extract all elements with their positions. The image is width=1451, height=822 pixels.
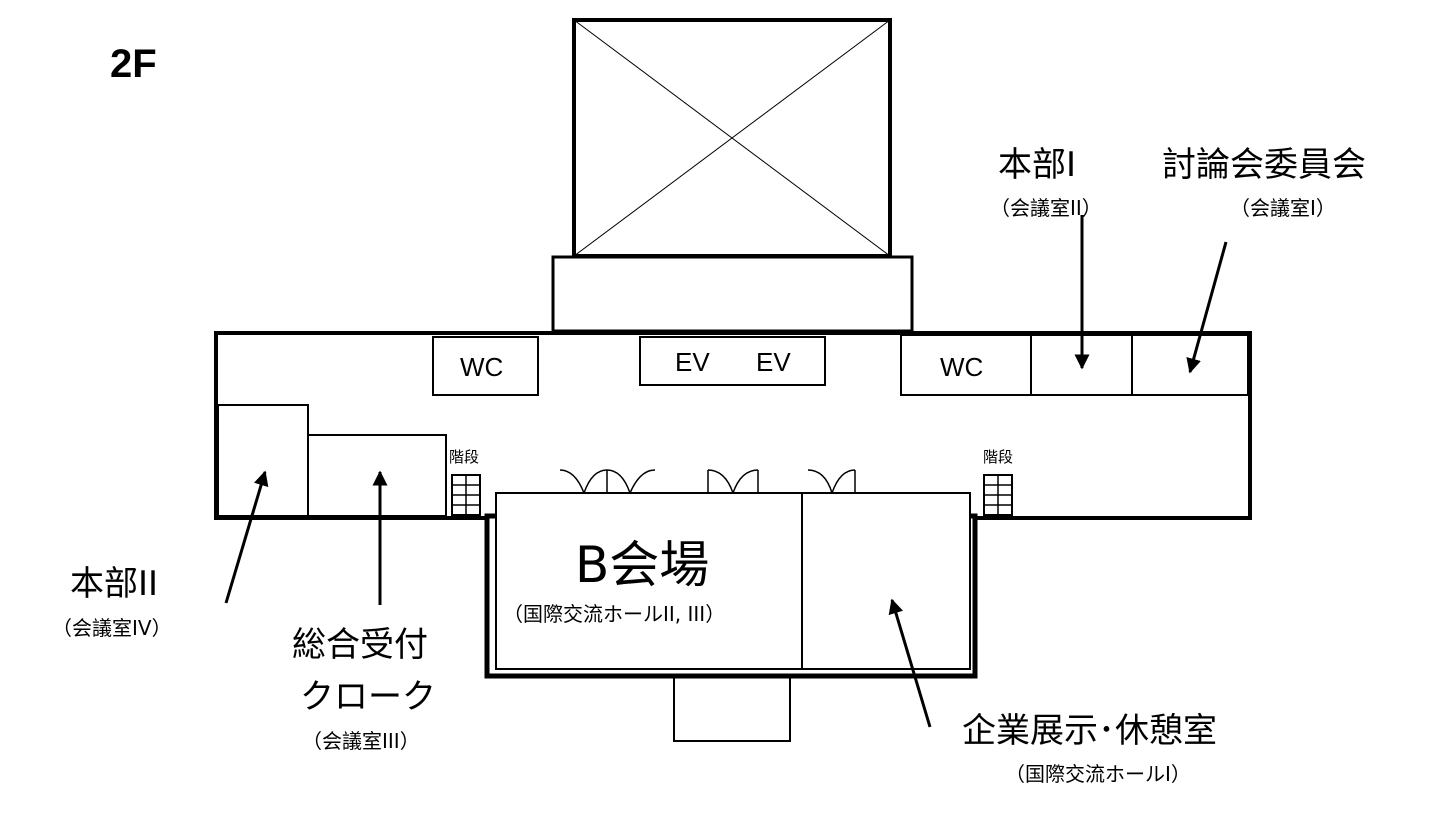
- stairs-left-icon: [451, 474, 481, 516]
- ev-2-label: EV: [756, 347, 791, 377]
- exhibition-sub: （国際交流ホールI）: [1005, 762, 1191, 786]
- committee-sub: （会議室I）: [1230, 196, 1336, 220]
- stairs-left-label: 階段: [449, 448, 480, 466]
- hall-b-inner: [495, 492, 971, 670]
- door-icon: [807, 469, 856, 494]
- ev-1-label: EV: [675, 347, 710, 377]
- arrow-exhibition: [888, 598, 932, 728]
- committee-room: [1131, 334, 1249, 396]
- exhibition-name: 企業展示･休憩室: [962, 711, 1217, 751]
- hq2-room: [217, 404, 309, 517]
- hq2-sub: （会議室IV）: [52, 616, 172, 640]
- arrow-committee: [1186, 241, 1228, 374]
- door-icon: [707, 469, 759, 494]
- arrow-hq2: [224, 470, 269, 604]
- wc-left-label: WC: [460, 352, 504, 382]
- reception-name: 総合受付: [292, 625, 428, 665]
- stairs-right-label: 階段: [983, 448, 1014, 466]
- main-wing: [214, 331, 1252, 520]
- hall-b-name: B会場: [575, 536, 710, 594]
- annex-block: [673, 676, 791, 742]
- hq1-sub: （会議室II）: [990, 196, 1102, 220]
- hall-b-sub: （国際交流ホールII, III）: [503, 602, 726, 626]
- wc-left-room: [432, 336, 539, 396]
- floor-label: 2F: [110, 42, 157, 86]
- hq2-name: 本部II: [70, 564, 159, 604]
- door-icon: [559, 469, 656, 494]
- reception-room: [307, 434, 447, 517]
- committee-name: 討論会委員会: [1162, 145, 1366, 185]
- wc-right-label: WC: [940, 352, 984, 382]
- connector-block: [551, 255, 914, 333]
- reception-sub: （会議室III）: [302, 729, 420, 753]
- stairs-right-icon: [983, 474, 1013, 516]
- void-cross-line: [573, 19, 891, 257]
- hq1-name: 本部Ⅰ: [998, 145, 1077, 185]
- reception-name2: クローク: [300, 677, 436, 717]
- elevator-block: [639, 336, 826, 386]
